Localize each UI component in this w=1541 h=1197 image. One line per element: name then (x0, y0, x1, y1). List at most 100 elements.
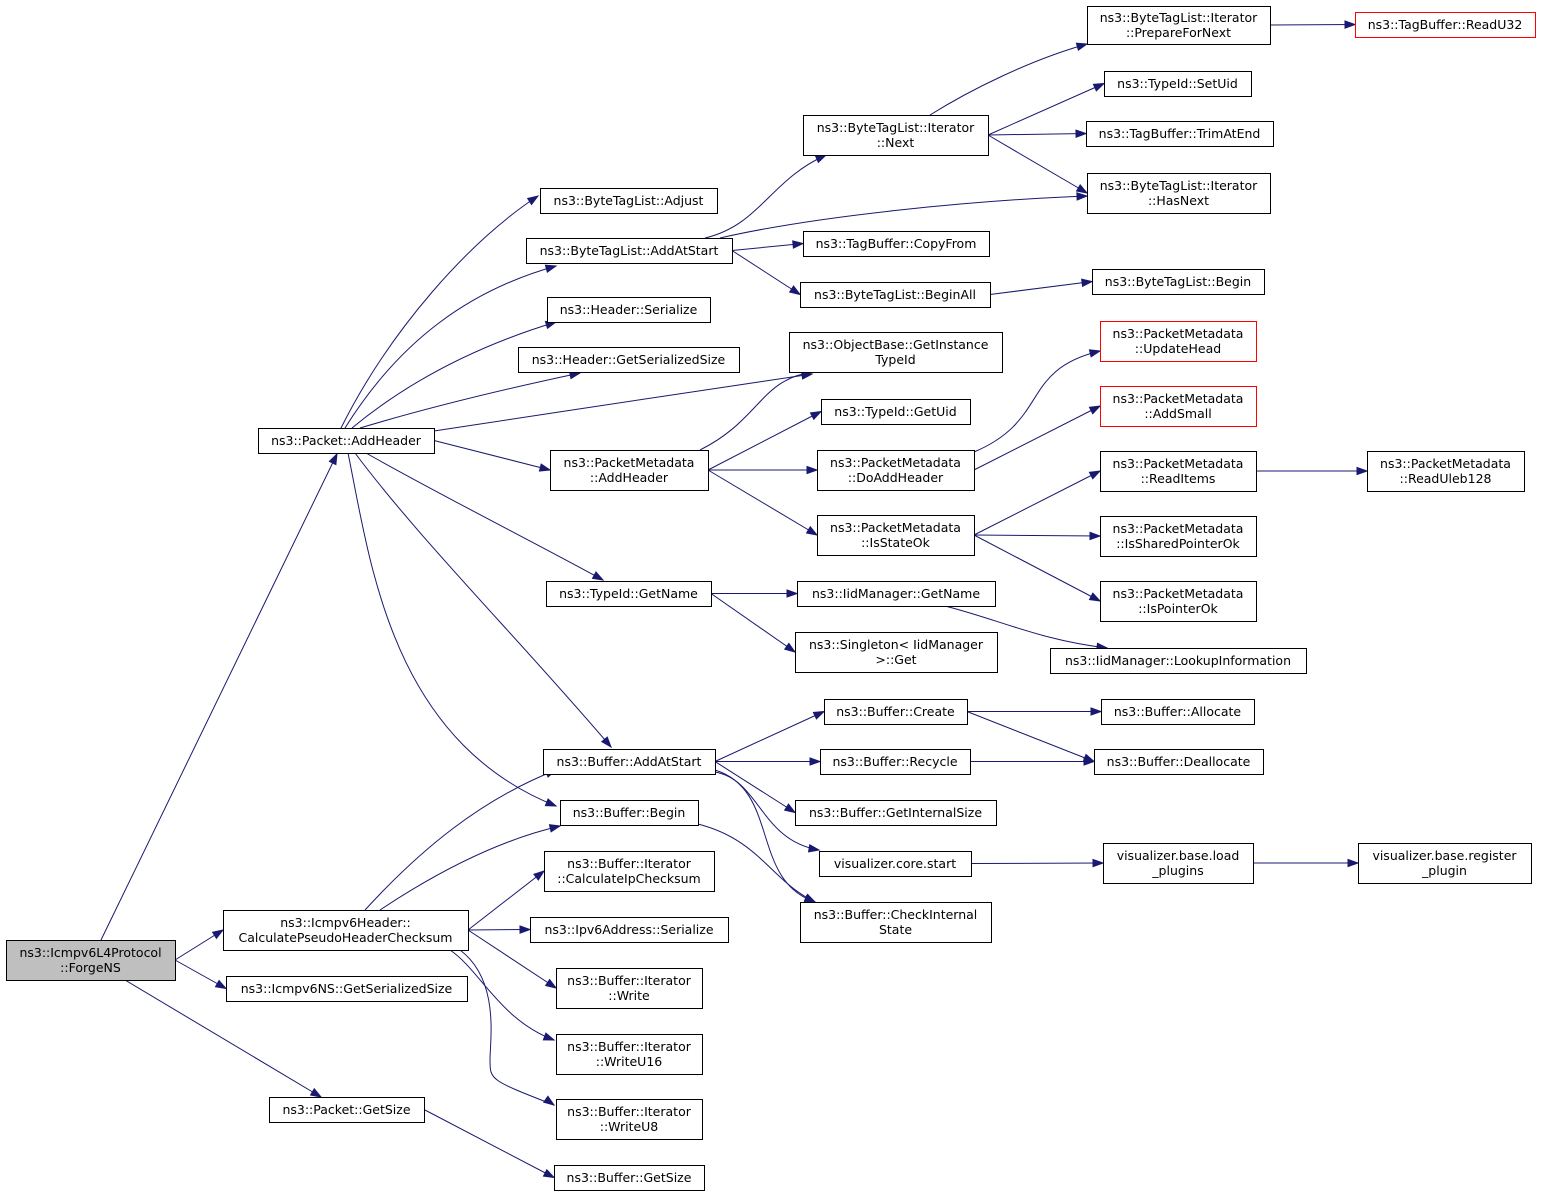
node-label-bi_calcip-line1[interactable]: ns3::Buffer::Iterator (567, 856, 692, 871)
node-label-bi_writeu8-line1[interactable]: ns3::Buffer::Iterator (567, 1104, 692, 1119)
node-label-tb_copyfrom-line1[interactable]: ns3::TagBuffer::CopyFrom (816, 236, 977, 251)
node-label-btli_next-line2[interactable]: ::Next (877, 135, 915, 150)
node-label-tb_readu32-line1[interactable]: ns3::TagBuffer::ReadU32 (1368, 17, 1523, 32)
node-label-bi_write-line1[interactable]: ns3::Buffer::Iterator (567, 973, 692, 988)
node-box-buf_checkinternal[interactable] (800, 902, 992, 943)
node-label-btl_beginall-line1[interactable]: ns3::ByteTagList::BeginAll (814, 287, 976, 302)
node-label-btl_begin-line1[interactable]: ns3::ByteTagList::Begin (1105, 274, 1251, 289)
node-tb_readu32[interactable]: ns3::TagBuffer::ReadU32 (1355, 12, 1536, 38)
node-box-hdr_serialize[interactable] (547, 297, 711, 323)
node-label-viz_load-line2[interactable]: _plugins (1151, 863, 1203, 878)
node-label-buf_allocate-line1[interactable]: ns3::Buffer::Allocate (1114, 704, 1242, 719)
node-label-pm_addheader-line1[interactable]: ns3::PacketMetadata (564, 455, 695, 470)
node-label-typeid_setuid-line1[interactable]: ns3::TypeId::SetUid (1117, 76, 1238, 91)
node-pm_isshared[interactable]: ns3::PacketMetadata::IsSharedPointerOk (1100, 516, 1257, 557)
node-box-bi_writeu8[interactable] (556, 1099, 703, 1140)
node-label-typeid_getuid-line1[interactable]: ns3::TypeId::GetUid (834, 404, 956, 419)
node-pm_ispointer[interactable]: ns3::PacketMetadata::IsPointerOk (1100, 581, 1257, 622)
node-label-bi_writeu16-line1[interactable]: ns3::Buffer::Iterator (567, 1039, 692, 1054)
node-buf_deallocate[interactable]: ns3::Buffer::Deallocate (1094, 749, 1264, 775)
node-label-pm_isshared-line2[interactable]: ::IsSharedPointerOk (1116, 536, 1240, 551)
node-box-bi_write[interactable] (556, 968, 703, 1009)
node-btl_adjust[interactable]: ns3::ByteTagList::Adjust (540, 188, 718, 214)
node-label-pm_readitems-line1[interactable]: ns3::PacketMetadata (1113, 456, 1244, 471)
node-label-pm_updatehead-line2[interactable]: ::UpdateHead (1135, 341, 1221, 356)
node-label-tb_trimatend-line1[interactable]: ns3::TagBuffer::TrimAtEnd (1099, 126, 1261, 141)
node-label-pkt_getsize-line1[interactable]: ns3::Packet::GetSize (282, 1102, 410, 1117)
node-ipv6_serialize[interactable]: ns3::Ipv6Address::Serialize (530, 917, 729, 943)
node-label-btli_prepare-line1[interactable]: ns3::ByteTagList::Iterator (1100, 10, 1258, 25)
node-box-btl_begin[interactable] (1092, 269, 1265, 295)
node-label-buf_getsize-line1[interactable]: ns3::Buffer::GetSize (567, 1170, 692, 1185)
node-pm_addheader[interactable]: ns3::PacketMetadata::AddHeader (550, 450, 709, 491)
node-box-buf_begin[interactable] (560, 800, 699, 826)
node-buf_getinternal[interactable]: ns3::Buffer::GetInternalSize (795, 800, 997, 826)
node-label-pm_isshared-line1[interactable]: ns3::PacketMetadata (1113, 521, 1244, 536)
node-label-bi_writeu8-line2[interactable]: ::WriteU8 (600, 1119, 659, 1134)
node-box-buf_addatstart[interactable] (543, 749, 716, 775)
node-label-pm_addheader-line2[interactable]: ::AddHeader (590, 470, 669, 485)
node-viz_core_start[interactable]: visualizer.core.start (819, 851, 972, 877)
node-box-typeid_getuid[interactable] (821, 399, 971, 425)
node-box-pm_doaddheader[interactable] (817, 450, 975, 491)
node-box-bi_calcip[interactable] (544, 851, 715, 892)
node-label-hdr_getser-line1[interactable]: ns3::Header::GetSerializedSize (532, 352, 726, 367)
node-btli_prepare[interactable]: ns3::ByteTagList::Iterator::PrepareForNe… (1087, 6, 1271, 45)
node-iid_lookup[interactable]: ns3::IidManager::LookupInformation (1050, 648, 1307, 674)
node-singleton_get[interactable]: ns3::Singleton< IidManager>::Get (795, 632, 998, 673)
node-viz_register[interactable]: visualizer.base.register_plugin (1358, 843, 1532, 884)
node-box-buf_recycle[interactable] (820, 749, 971, 775)
node-label-hdr_serialize-line1[interactable]: ns3::Header::Serialize (560, 302, 698, 317)
node-bi_write[interactable]: ns3::Buffer::Iterator::Write (556, 968, 703, 1009)
node-label-calc_pseudo-line2[interactable]: CalculatePseudoHeaderChecksum (239, 930, 453, 945)
node-box-pm_readuleb[interactable] (1367, 451, 1525, 492)
node-pm_doaddheader[interactable]: ns3::PacketMetadata::DoAddHeader (817, 450, 975, 491)
node-box-viz_core_start[interactable] (819, 851, 972, 877)
node-pm_isstateok[interactable]: ns3::PacketMetadata::IsStateOk (817, 515, 975, 556)
node-hdr_serialize[interactable]: ns3::Header::Serialize (547, 297, 711, 323)
node-label-ob_getinst-line2[interactable]: TypeId (874, 352, 915, 367)
node-btl_begin[interactable]: ns3::ByteTagList::Begin (1092, 269, 1265, 295)
node-label-btli_hasnext-line1[interactable]: ns3::ByteTagList::Iterator (1100, 178, 1258, 193)
node-iid_getname[interactable]: ns3::IidManager::GetName (797, 581, 996, 607)
node-label-pm_addsmall-line2[interactable]: ::AddSmall (1144, 406, 1211, 421)
node-label-buf_checkinternal-line1[interactable]: ns3::Buffer::CheckInternal (814, 907, 978, 922)
node-box-btli_next[interactable] (803, 115, 989, 156)
node-label-pm_isstateok-line1[interactable]: ns3::PacketMetadata (830, 520, 961, 535)
node-box-buf_allocate[interactable] (1101, 699, 1255, 725)
node-box-buf_deallocate[interactable] (1094, 749, 1264, 775)
node-box-pkt_addheader[interactable] (258, 428, 435, 454)
node-box-typeid_setuid[interactable] (1104, 71, 1252, 97)
node-label-buf_create-line1[interactable]: ns3::Buffer::Create (836, 704, 955, 719)
node-label-viz_register-line2[interactable]: _plugin (1421, 863, 1467, 878)
node-label-pm_addsmall-line1[interactable]: ns3::PacketMetadata (1113, 391, 1244, 406)
node-box-viz_load[interactable] (1103, 843, 1254, 884)
node-buf_recycle[interactable]: ns3::Buffer::Recycle (820, 749, 971, 775)
node-bi_writeu8[interactable]: ns3::Buffer::Iterator::WriteU8 (556, 1099, 703, 1140)
node-label-singleton_get-line2[interactable]: >::Get (875, 652, 916, 667)
node-box-pm_addsmall[interactable] (1100, 386, 1257, 427)
node-label-pm_doaddheader-line1[interactable]: ns3::PacketMetadata (830, 455, 961, 470)
node-label-viz_register-line1[interactable]: visualizer.base.register (1372, 848, 1517, 863)
node-box-btl_beginall[interactable] (800, 282, 991, 308)
node-buf_begin[interactable]: ns3::Buffer::Begin (560, 800, 699, 826)
node-tb_copyfrom[interactable]: ns3::TagBuffer::CopyFrom (803, 231, 990, 257)
node-buf_addatstart[interactable]: ns3::Buffer::AddAtStart (543, 749, 716, 775)
node-pm_addsmall[interactable]: ns3::PacketMetadata::AddSmall (1100, 386, 1257, 427)
node-box-pkt_getsize[interactable] (269, 1097, 425, 1123)
node-box-tb_readu32[interactable] (1355, 12, 1536, 38)
node-label-pm_readitems-line2[interactable]: ::ReadItems (1141, 471, 1216, 486)
node-btl_beginall[interactable]: ns3::ByteTagList::BeginAll (800, 282, 991, 308)
node-box-pm_ispointer[interactable] (1100, 581, 1257, 622)
node-label-bi_calcip-line2[interactable]: ::CalculateIpChecksum (557, 871, 701, 886)
node-label-pm_ispointer-line1[interactable]: ns3::PacketMetadata (1113, 586, 1244, 601)
node-typeid_getuid[interactable]: ns3::TypeId::GetUid (821, 399, 971, 425)
node-label-btli_hasnext-line2[interactable]: ::HasNext (1148, 193, 1209, 208)
node-label-pm_readuleb-line1[interactable]: ns3::PacketMetadata (1380, 456, 1511, 471)
node-label-pkt_addheader-line1[interactable]: ns3::Packet::AddHeader (271, 433, 422, 448)
node-label-buf_getinternal-line1[interactable]: ns3::Buffer::GetInternalSize (809, 805, 982, 820)
node-btli_next[interactable]: ns3::ByteTagList::Iterator::Next (803, 115, 989, 156)
node-typeid_setuid[interactable]: ns3::TypeId::SetUid (1104, 71, 1252, 97)
